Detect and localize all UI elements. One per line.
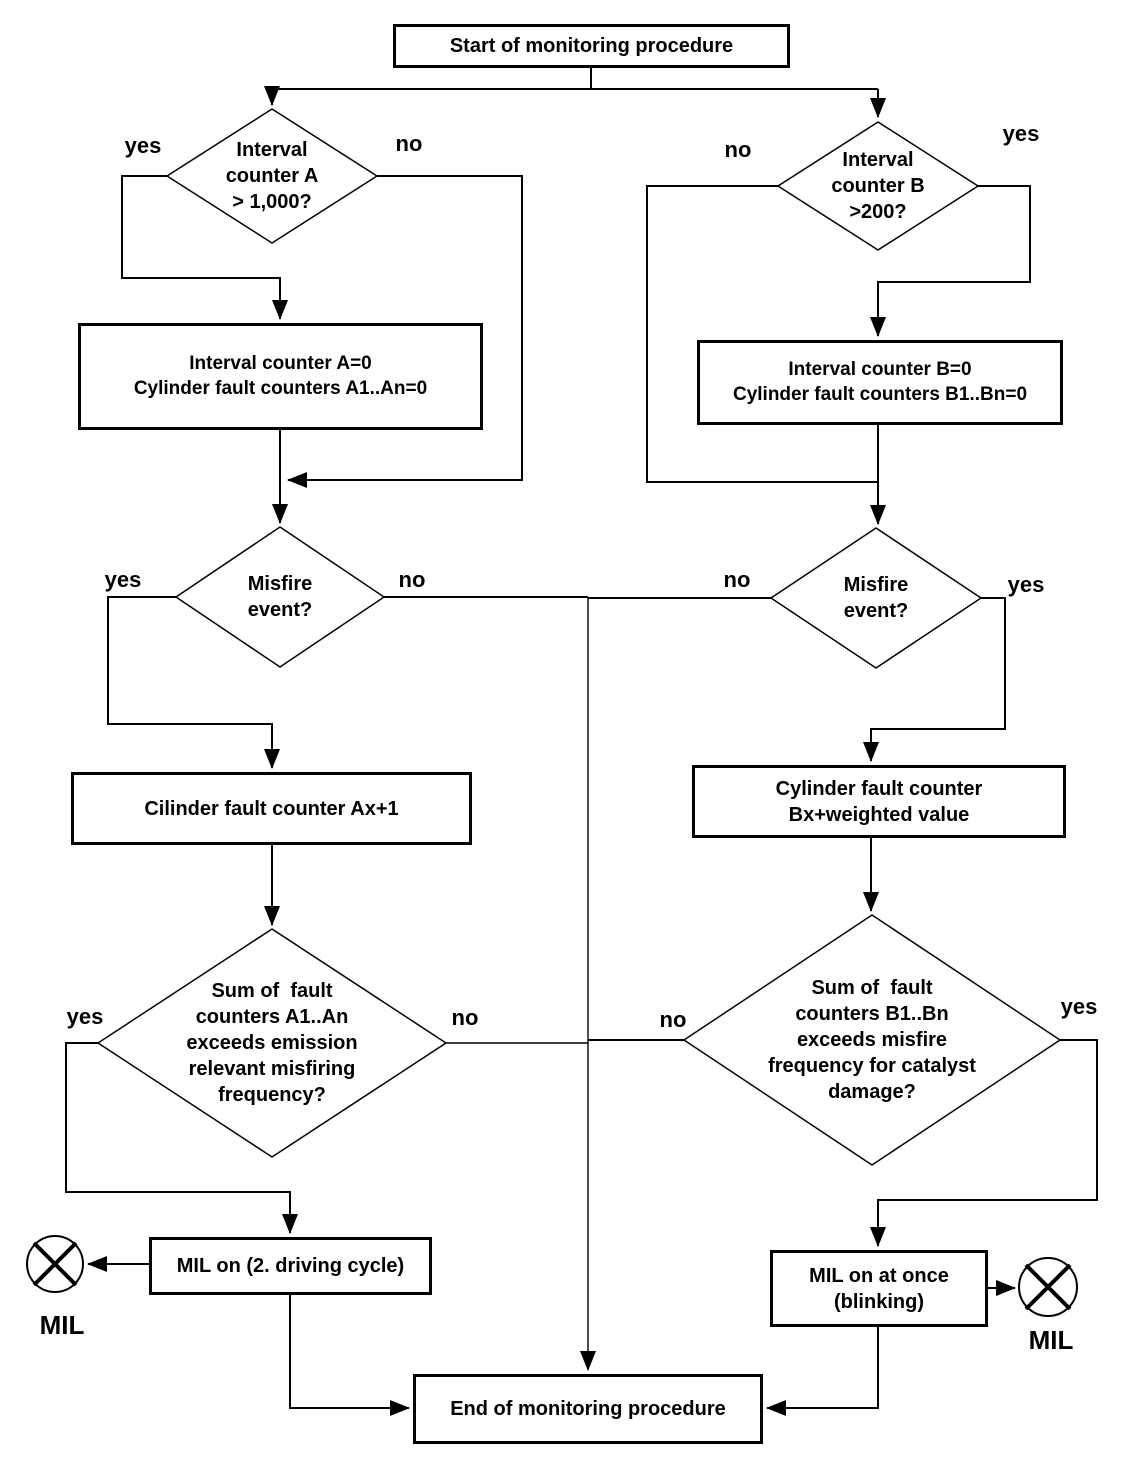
sum-b-diamond-text: Sum of fault counters B1..Bn exceeds mis… (768, 977, 976, 1103)
interval-a-diamond-text: Interval counter A > 1,000? (225, 139, 319, 213)
end-node: End of monitoring procedure (413, 1374, 763, 1444)
start-node: Start of monitoring procedure (393, 24, 790, 68)
misfire-a-yes-label: yes (104, 567, 142, 592)
connector-sum-a-yes (65, 1042, 298, 1234)
mil-on-driving-cycle-node: MIL on (2. driving cycle) (149, 1237, 432, 1295)
connector-mil-a-to-end (289, 1295, 410, 1416)
reset-counters-b-node: Interval counter B=0 Cylinder fault coun… (697, 340, 1063, 425)
mil-on-at-once-node: MIL on at once (blinking) (770, 1250, 988, 1327)
connector-interval-a-yes (121, 175, 288, 320)
increment-counter-a-node: Cilinder fault counter Ax+1 (71, 772, 472, 845)
increment-counter-b-node: Cylinder fault counter Bx+weighted value (692, 765, 1066, 838)
sum-a-yes-label: yes (66, 1004, 104, 1029)
mil-lamp-left-icon (26, 1235, 84, 1293)
interval-a-no-label: no (395, 131, 423, 156)
misfire-a-no-label: no (398, 567, 426, 592)
interval-b-yes-label: yes (1002, 121, 1040, 146)
misfire-a-diamond-text: Misfire event? (247, 573, 313, 621)
interval-a-diamond-shape (165, 108, 379, 244)
connector-interval-b-yes (870, 185, 1031, 337)
connector-misfire-b-yes (863, 597, 1006, 762)
connector-mil-b-to-end (766, 1327, 879, 1416)
connector-interval-b-no (646, 185, 877, 483)
connector-misfire-a-yes (107, 596, 280, 769)
connector-interval-a-no (287, 175, 523, 488)
sum-b-diamond-shape (682, 914, 1062, 1166)
sum-b-yes-label: yes (1060, 994, 1098, 1019)
interval-b-no-label: no (724, 137, 752, 162)
sum-a-no-label: no (451, 1005, 479, 1030)
sum-b-no-label: no (659, 1007, 687, 1032)
reset-counters-a-node: Interval counter A=0 Cylinder fault coun… (78, 323, 483, 430)
misfire-b-diamond-shape (769, 527, 983, 669)
misfire-b-diamond-text: Misfire event? (843, 574, 909, 622)
misfire-a-diamond-shape (174, 526, 386, 668)
misfire-b-no-label: no (723, 567, 751, 592)
sum-a-diamond-text: Sum of fault counters A1..An exceeds emi… (186, 980, 358, 1106)
mil-lamp-right-icon (1018, 1257, 1078, 1317)
misfire-b-yes-label: yes (1007, 572, 1045, 597)
connector-sum-b-yes (870, 1039, 1098, 1247)
mil-lamp-right-label: MIL (1028, 1325, 1074, 1355)
interval-b-diamond-text: Interval counter B >200? (831, 149, 925, 223)
sum-a-diamond-shape (96, 928, 448, 1158)
interval-a-yes-label: yes (124, 133, 162, 158)
mil-lamp-left-label: MIL (39, 1310, 85, 1340)
interval-b-diamond-shape (776, 121, 980, 251)
